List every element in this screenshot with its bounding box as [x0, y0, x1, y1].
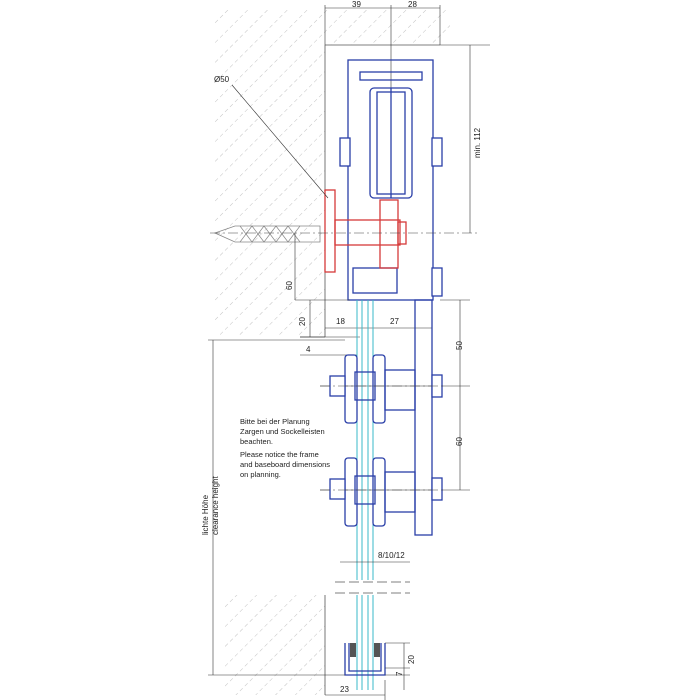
dim-20-bottom: 20 [407, 655, 416, 664]
dim-50-right: 50 [455, 341, 464, 350]
dim-20-left: 20 [298, 317, 307, 326]
hanger-plate [414, 299, 433, 536]
dim-min-112: min. 112 [473, 127, 482, 158]
note-en-1: Please notice the frame [240, 450, 319, 459]
dim-18: 18 [336, 317, 345, 326]
planning-note: Bitte bei der Planung Zargen und Sockell… [240, 417, 330, 479]
clamp-upper [329, 354, 443, 424]
glass-thickness-dim: 8/10/12 [340, 551, 410, 563]
top-dimensions: 39 28 [324, 0, 441, 100]
clearance-label-en: clearance height [211, 476, 220, 535]
top-track [339, 59, 443, 301]
dim-glass-thickness: 8/10/12 [378, 551, 405, 560]
dim-7-bottom: 7 [395, 671, 404, 676]
clearance-height-dim: lichte Höhe clearance height [201, 339, 345, 676]
dim-27: 27 [390, 317, 399, 326]
left-dimensions: 60 20 [285, 233, 360, 338]
clamp-lower [329, 457, 443, 527]
note-en-3: on planning. [240, 470, 281, 479]
dim-60-right: 60 [455, 437, 464, 446]
center-lines [320, 385, 445, 491]
glass-panel [335, 300, 410, 690]
dim-60-left: 60 [285, 281, 294, 290]
note-en-2: and baseboard dimensions [240, 460, 330, 469]
clearance-label-de: lichte Höhe [201, 494, 210, 535]
note-de-2: Zargen und Sockelleisten [240, 427, 325, 436]
dim-min-height: min. 112 [440, 44, 490, 233]
dim-diameter: Ø50 [214, 75, 230, 84]
dim-4: 4 [306, 345, 311, 354]
note-de-3: beachten. [240, 437, 273, 446]
dim-28: 28 [408, 0, 417, 9]
diameter-callout: Ø50 [214, 75, 329, 199]
dim-39: 39 [352, 0, 361, 9]
anchor-bolt [210, 225, 480, 243]
floor-guide: 20 7 23 [325, 642, 416, 700]
note-de-1: Bitte bei der Planung [240, 417, 310, 426]
wall-bracket [324, 189, 407, 273]
dim-23-bottom: 23 [340, 685, 349, 694]
